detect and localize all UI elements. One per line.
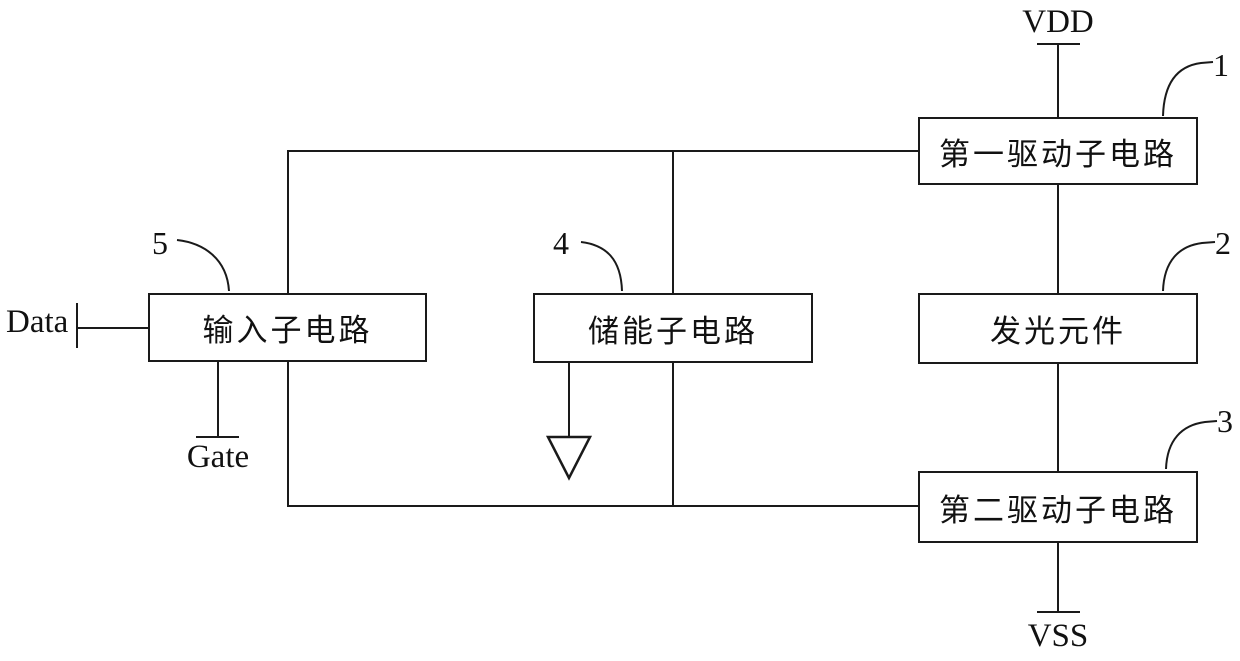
box-storage-subcircuit: 储能子电路 [533, 293, 813, 363]
vdd-terminal-label: VDD [1022, 4, 1094, 40]
wire-toprail-to-storagebox [672, 150, 674, 294]
ref-numeral-3: 3 [1217, 403, 1233, 439]
gate-terminal-tick [196, 436, 239, 438]
ground-icon [545, 435, 593, 481]
box-input-subcircuit-label: 输入子电路 [202, 313, 373, 348]
data-terminal-tick [76, 303, 78, 348]
ref-numeral-5: 5 [152, 225, 168, 261]
box-input-subcircuit: 输入子电路 [148, 293, 427, 362]
ref-numeral-1: 1 [1213, 47, 1229, 83]
gate-terminal-label: Gate [186, 439, 250, 475]
wire-inputbox-to-gate [217, 360, 219, 437]
wire-vdd-to-box1 [1057, 44, 1059, 118]
wire-bottom-rail [287, 505, 918, 507]
wire-inputbox-to-bottomrail [287, 360, 289, 506]
wire-toprail-to-inputbox [287, 150, 289, 294]
ref-numeral-4: 4 [553, 225, 569, 261]
wire-box2-to-box3 [1057, 363, 1059, 472]
wire-data-to-inputbox [77, 327, 149, 329]
leader-line-4 [580, 241, 623, 292]
box-first-driving-subcircuit-label: 第一驱动子电路 [939, 136, 1177, 172]
box-light-emitting-element: 发光元件 [918, 293, 1198, 364]
vss-terminal-label: VSS [1027, 618, 1089, 654]
box-light-emitting-element-label: 发光元件 [990, 314, 1126, 349]
box-second-driving-subcircuit: 第二驱动子电路 [918, 471, 1198, 543]
leader-line-5 [176, 239, 230, 292]
wire-box3-to-vss [1057, 541, 1059, 612]
leader-line-2 [1162, 241, 1216, 292]
leader-line-3 [1165, 420, 1218, 470]
leader-line-1 [1162, 61, 1214, 117]
wire-storagebox-to-ground [568, 361, 570, 438]
box-storage-subcircuit-label: 储能子电路 [588, 313, 758, 349]
data-terminal-label: Data [6, 304, 69, 340]
wire-top-rail [287, 150, 918, 152]
box-first-driving-subcircuit: 第一驱动子电路 [918, 117, 1198, 185]
wire-box1-to-box2 [1057, 184, 1059, 294]
vss-terminal-tick [1037, 611, 1080, 613]
ref-numeral-2: 2 [1215, 225, 1231, 261]
wire-storagebox-to-bottomrail [672, 361, 674, 506]
box-second-driving-subcircuit-label: 第二驱动子电路 [939, 492, 1177, 528]
